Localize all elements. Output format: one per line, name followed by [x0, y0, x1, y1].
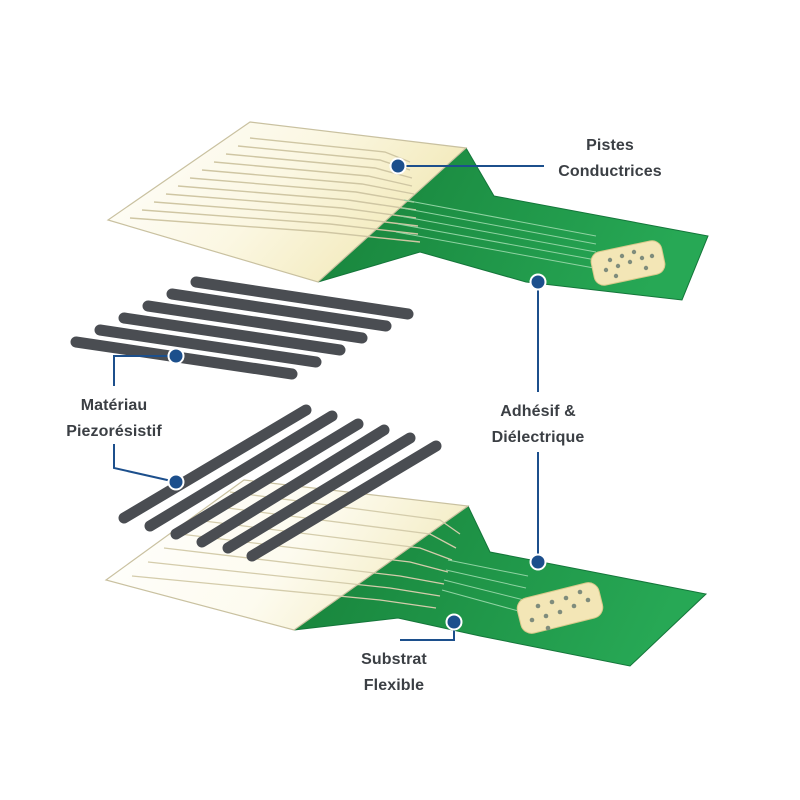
- label-pistes-conductrices: Pistes Conductrices: [558, 137, 661, 180]
- label-materiau-piezoresistif: Matériau Piezorésistif: [66, 397, 162, 440]
- callout-dot-substrat: [445, 613, 463, 631]
- label-substrat-line2: Flexible: [364, 677, 424, 694]
- top-panel-traces: [129, 137, 421, 243]
- bottom-tail-traces: [441, 559, 529, 613]
- callout-dot-materiau-lower: [167, 473, 185, 491]
- callout-dot-adhesif-lower: [529, 553, 547, 571]
- callout-dot-materiau-upper: [167, 347, 185, 365]
- upper-piezo-strips: [70, 276, 414, 380]
- bottom-sensor-layer: [104, 479, 708, 667]
- bottom-green-tail: [293, 505, 708, 667]
- label-materiau-line2: Piezorésistif: [66, 423, 162, 440]
- callout-substrat: [400, 613, 463, 641]
- label-substrat-line1: Substrat: [361, 651, 427, 668]
- label-adhesif-line1: Adhésif &: [500, 403, 576, 420]
- top-sensor-layer: [106, 121, 709, 301]
- callout-dot-adhesif-upper: [529, 273, 547, 291]
- label-adhesif-dielectrique: Adhésif & Diélectrique: [492, 403, 585, 446]
- label-adhesif-line2: Diélectrique: [492, 429, 585, 446]
- label-pistes-line1: Pistes: [586, 137, 634, 154]
- label-substrat-flexible: Substrat Flexible: [361, 651, 427, 694]
- callout-pistes: [389, 157, 544, 175]
- label-materiau-line1: Matériau: [81, 397, 148, 414]
- bottom-panel-traces: [131, 491, 461, 609]
- top-tail-traces: [395, 199, 597, 269]
- top-contact-pad: [590, 240, 666, 286]
- top-cream-panel: [106, 121, 468, 283]
- callout-dot-pistes: [389, 157, 407, 175]
- label-pistes-line2: Conductrices: [558, 163, 661, 180]
- callout-materiau: [113, 347, 185, 491]
- lower-piezo-strips: [118, 404, 442, 562]
- bottom-contact-pad: [516, 582, 604, 634]
- callout-adhesif: [529, 273, 547, 571]
